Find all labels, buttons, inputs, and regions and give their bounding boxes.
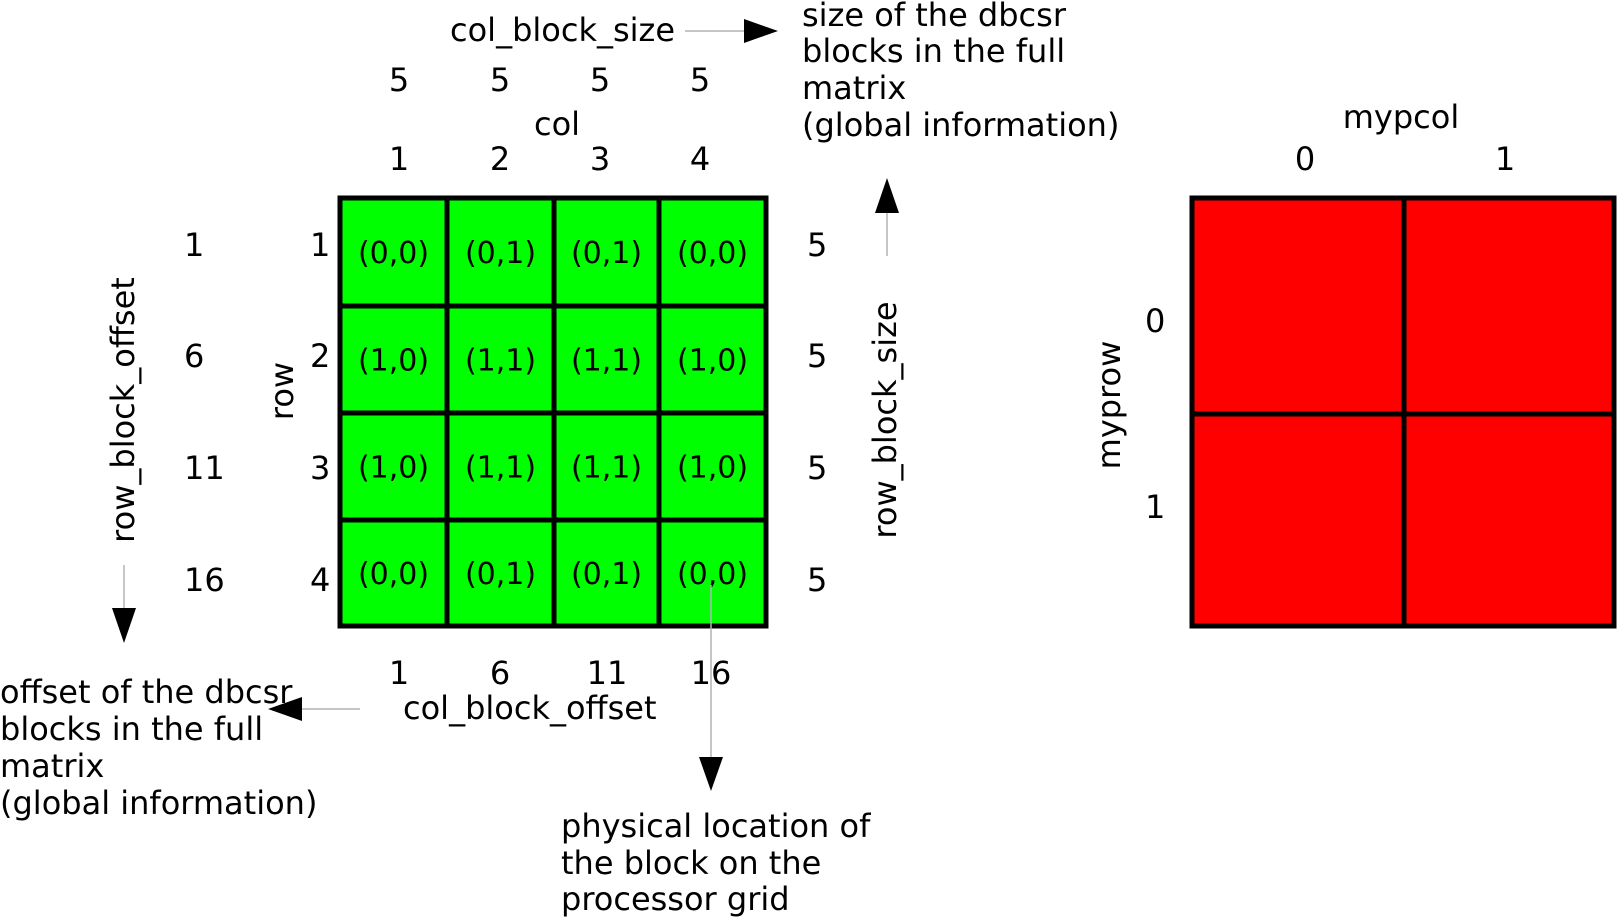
- col-block-size-value: 5: [389, 61, 409, 99]
- cell-note-line: physical location of: [561, 807, 871, 845]
- col-block-offset-label: col_block_offset: [403, 689, 657, 727]
- matrix-cell: [656, 303, 769, 416]
- col-block-offset-note-line: matrix: [0, 747, 104, 785]
- col-block-size-label: col_block_size: [450, 11, 675, 49]
- col-block-size-note-line: blocks in the full: [802, 32, 1065, 70]
- row-block-offset-value: 11: [184, 449, 225, 487]
- matrix-cell-label: (0,1): [465, 236, 536, 271]
- row-index: 4: [310, 561, 330, 599]
- col-block-size-note-line: size of the dbcsr: [802, 0, 1067, 34]
- col-block-size-value: 5: [590, 61, 610, 99]
- row-block-offset-value: 1: [184, 226, 204, 264]
- matrix-cell: [656, 410, 769, 523]
- row-block-size-values: 5 5 5 5: [807, 226, 827, 599]
- col-block-offset-value: 6: [490, 654, 510, 692]
- processor-cell: [1404, 414, 1616, 626]
- matrix-cell-label: (1,0): [677, 451, 748, 486]
- processor-grid-border: [1189, 195, 1617, 629]
- row-block-size-value: 5: [807, 337, 827, 375]
- matrix-cell-label: (0,1): [571, 236, 642, 271]
- col-block-size-arrowhead: [744, 19, 778, 43]
- row-index: 1: [310, 226, 330, 264]
- col-block-offset-note-line: (global information): [0, 784, 317, 822]
- col-block-size-note-line: (global information): [802, 106, 1119, 144]
- col-block-size-value: 5: [690, 61, 710, 99]
- row-index: 2: [310, 337, 330, 375]
- matrix-cell-label: (1,1): [571, 344, 642, 379]
- col-block-size-note: size of the dbcsr blocks in the full mat…: [802, 0, 1119, 144]
- matrix-cells: (0,0) (0,1) (0,1) (0,0) (1,0) (1,1) (1,1) (1,0)…: [337, 195, 769, 629]
- row-block-size-arrowhead: [875, 178, 899, 213]
- row-indices: 1 2 3 4: [310, 226, 330, 599]
- row-label: row: [263, 362, 301, 420]
- mypcol-values: 0 1: [1295, 140, 1515, 178]
- cell-note: physical location of the block on the pr…: [561, 807, 871, 918]
- row-block-offset-value: 16: [184, 561, 225, 599]
- cell-note-arrowhead: [699, 757, 723, 791]
- col-indices: 1 2 3 4: [389, 140, 710, 178]
- processor-cell: [1404, 198, 1616, 414]
- cell-note-line: the block on the: [561, 844, 821, 882]
- col-block-offset-note: offset of the dbcsr blocks in the full m…: [0, 673, 317, 822]
- matrix-border: [337, 195, 769, 629]
- matrix-cell-label: (1,1): [465, 451, 536, 486]
- mypcol-label: mypcol: [1343, 98, 1459, 136]
- matrix-cell-label: (1,0): [358, 344, 429, 379]
- matrix-cell: [656, 517, 769, 629]
- myprow-value: 1: [1145, 488, 1165, 526]
- processor-cell: [1192, 414, 1404, 626]
- matrix-cell-label: (1,0): [677, 344, 748, 379]
- col-block-size-note-line: matrix: [802, 69, 906, 107]
- col-block-size-value: 5: [490, 61, 510, 99]
- row-block-size-value: 5: [807, 449, 827, 487]
- matrix-cell-label: (0,0): [677, 557, 748, 592]
- row-index: 3: [310, 449, 330, 487]
- matrix-cell: [444, 410, 557, 523]
- row-block-size-label: row_block_size: [866, 301, 904, 538]
- col-block-offset-values: 1 6 11 16: [389, 654, 732, 692]
- myprow-label: myprow: [1090, 341, 1128, 470]
- myprow-values: 0 1: [1145, 302, 1165, 526]
- col-index: 2: [490, 140, 510, 178]
- matrix-cell-label: (1,1): [571, 451, 642, 486]
- row-block-offset-arrowhead: [112, 608, 136, 643]
- processor-grid: [1189, 195, 1617, 629]
- row-block-size-value: 5: [807, 561, 827, 599]
- col-block-offset-value: 1: [389, 654, 409, 692]
- col-block-offset-value: 11: [587, 654, 628, 692]
- mypcol-value: 0: [1295, 140, 1315, 178]
- myprow-value: 0: [1145, 302, 1165, 340]
- col-block-offset-note-line: blocks in the full: [0, 710, 263, 748]
- col-index: 4: [690, 140, 710, 178]
- col-index: 3: [590, 140, 610, 178]
- col-block-size-values: 5 5 5 5: [389, 61, 710, 99]
- col-label: col: [534, 105, 580, 143]
- matrix-cell-label: (0,1): [571, 557, 642, 592]
- matrix-cell-label: (1,0): [358, 451, 429, 486]
- col-block-offset-note-line: offset of the dbcsr: [0, 673, 293, 711]
- matrix-cell-label: (0,1): [465, 557, 536, 592]
- matrix-cell-label: (0,0): [358, 236, 429, 271]
- mypcol-value: 1: [1495, 140, 1515, 178]
- cell-note-line: processor grid: [561, 880, 790, 918]
- matrix-cell-label: (0,0): [677, 236, 748, 271]
- block-matrix: (0,0) (0,1) (0,1) (0,0) (1,0) (1,1) (1,1) (1,0)…: [337, 195, 769, 629]
- col-index: 1: [389, 140, 409, 178]
- row-block-size-value: 5: [807, 226, 827, 264]
- row-block-offset-label: row_block_offset: [104, 277, 142, 543]
- processor-cell: [1192, 198, 1404, 414]
- row-block-offset-values: 1 6 11 16: [184, 226, 225, 599]
- matrix-cell-label: (1,1): [465, 344, 536, 379]
- row-block-offset-value: 6: [184, 337, 204, 375]
- matrix-cell-label: (0,0): [358, 557, 429, 592]
- col-block-offset-arrowhead: [268, 697, 302, 721]
